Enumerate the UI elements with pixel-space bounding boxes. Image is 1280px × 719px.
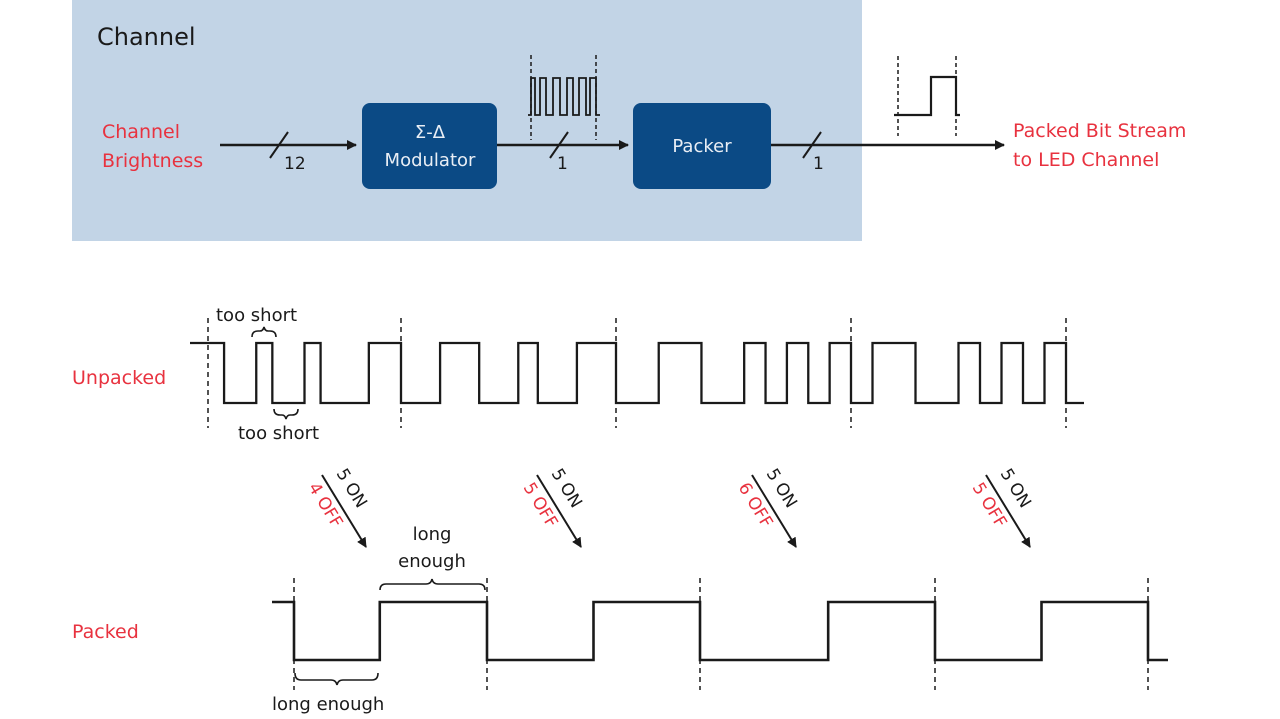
on-count-label: 5 ON (332, 465, 371, 512)
bus-width-input: 12 (284, 154, 306, 174)
bus-slash-input (269, 131, 289, 159)
unpacked-waveform (190, 341, 1084, 405)
too-short-top-brace (251, 326, 277, 338)
channel-title: Channel (97, 23, 196, 51)
annotation-arrow (536, 474, 582, 548)
annotation-arrow (321, 474, 367, 548)
long-enough-top-brace (379, 578, 486, 591)
count-annotation-1: 5 ON5 OFF (519, 465, 586, 548)
too-short-top-label: too short (216, 305, 297, 326)
unpacked-label: Unpacked (72, 367, 166, 389)
long-enough-bottom-brace (294, 672, 379, 686)
packed-waveform (272, 600, 1168, 662)
annotation-arrow (751, 474, 797, 548)
long-enough-top-line1: long (413, 524, 452, 545)
packer-block (633, 103, 771, 189)
long-enough-bottom-label: long enough (272, 694, 384, 715)
on-count-label: 5 ON (547, 465, 586, 512)
packed-label: Packed (72, 621, 139, 643)
count-annotation-0: 5 ON4 OFF (304, 465, 371, 548)
long-enough-top-line2: enough (398, 551, 466, 572)
count-annotation-2: 5 ON6 OFF (734, 465, 801, 548)
bus-slash-out (802, 131, 822, 159)
packed-frame-dividers (293, 578, 1149, 690)
on-count-label: 5 ON (996, 465, 1035, 512)
input-label-line1: Channel (102, 121, 180, 143)
too-short-bottom-brace (273, 408, 299, 420)
modulator-block (362, 103, 497, 189)
input-label-line2: Brightness (102, 150, 203, 172)
mini-unpacked-waveform (528, 55, 600, 140)
too-short-bottom-label: too short (238, 423, 319, 444)
modulator-label-line1: Σ-Δ (415, 122, 446, 143)
bus-width-mid: 1 (557, 154, 568, 174)
output-label-line1: Packed Bit Stream (1013, 120, 1186, 142)
annotation-arrow (985, 474, 1031, 548)
bus-width-out: 1 (813, 154, 824, 174)
count-annotation-3: 5 ON5 OFF (968, 465, 1035, 548)
modulator-label-line2: Modulator (385, 150, 476, 171)
on-count-label: 5 ON (762, 465, 801, 512)
output-label-line2: to LED Channel (1013, 149, 1159, 171)
packer-label: Packer (672, 136, 732, 157)
mini-packed-waveform (894, 56, 960, 136)
bus-slash-mid (549, 131, 569, 159)
unpacked-frame-dividers (207, 318, 1067, 428)
